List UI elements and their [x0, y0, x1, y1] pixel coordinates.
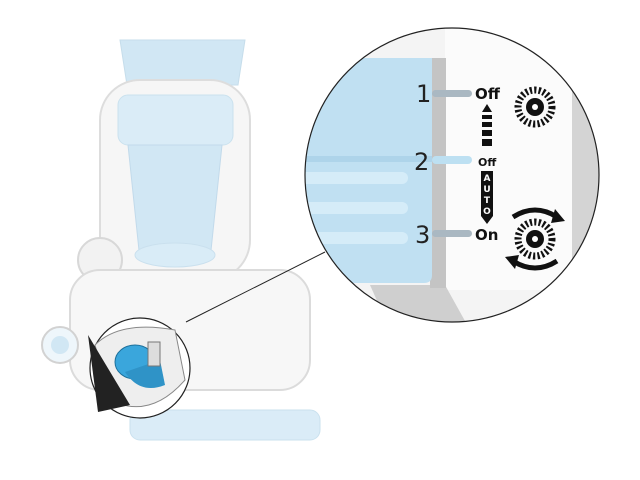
- setting-2-marker: [432, 156, 472, 164]
- auto-letter: U: [483, 185, 490, 195]
- setting-1-number: 1: [416, 80, 431, 108]
- zoom-source-circle: [88, 317, 191, 419]
- setting-2-number: 2: [414, 148, 429, 176]
- up-arrow-icon: [482, 104, 492, 146]
- setting-3-number: 3: [415, 221, 430, 249]
- magnified-view: A U T O 1 Off 2 Off 3 On: [305, 28, 599, 322]
- setting-1-marker: [432, 90, 472, 97]
- setting-3-label: On: [475, 226, 498, 244]
- setting-1-label: Off: [475, 85, 501, 103]
- magnifier-border: [304, 27, 600, 323]
- auto-indicator: A U T O: [481, 171, 493, 224]
- auto-letter: O: [483, 207, 491, 217]
- vacuum-illustration: [41, 39, 321, 441]
- rotating-brush-bar-icon: [505, 207, 565, 271]
- brush-bar-icon: [514, 86, 556, 128]
- setting-2-label: Off: [478, 156, 496, 169]
- auto-letter: A: [484, 174, 491, 184]
- auto-letter: T: [484, 196, 491, 206]
- setting-3-marker: [432, 230, 472, 237]
- callout-line: [185, 251, 326, 323]
